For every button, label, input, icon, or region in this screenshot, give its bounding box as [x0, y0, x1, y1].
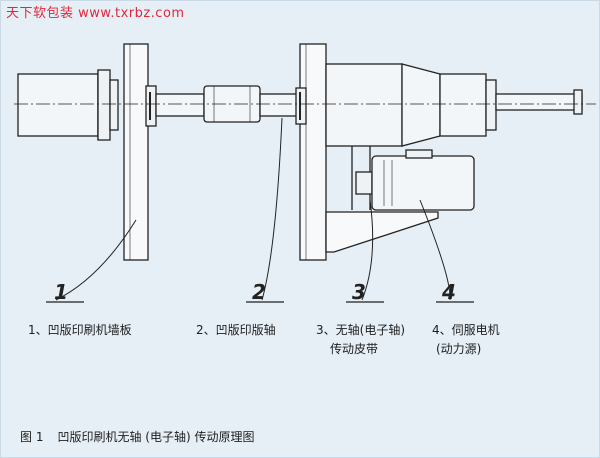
leader-3	[361, 199, 374, 301]
output-shaft-end	[573, 89, 583, 115]
callout-number-3: 3	[352, 280, 366, 304]
figure-caption: 图 1 凹版印刷机无轴 (电子轴) 传动原理图	[20, 428, 268, 445]
leader-1	[55, 219, 137, 301]
right-housing-cap	[485, 79, 497, 131]
plate-cylinder-shaft-right	[259, 93, 301, 117]
servo-motor-body	[371, 155, 475, 211]
wall-plate-2	[299, 43, 327, 261]
right-housing-taper	[401, 63, 441, 147]
plate-cylinder-shaft-left	[155, 93, 205, 117]
left-collar	[97, 69, 111, 141]
right-housing	[325, 63, 403, 147]
callout-number-1: 1	[54, 280, 68, 304]
label-servo-motor-line1: 4、伺服电机	[432, 323, 500, 337]
servo-motor-terminal	[405, 149, 433, 159]
watermark-text: 天下软包装 www.txrbz.com	[6, 6, 185, 21]
left-housing	[17, 73, 99, 137]
servo-motor-pulley	[355, 171, 373, 195]
label-electronic-shaft-line2: 传动皮带	[330, 342, 379, 356]
wall-plate-1	[123, 43, 149, 261]
output-shaft	[495, 93, 583, 111]
callout-number-4: 4	[442, 280, 456, 304]
leader-2	[261, 117, 283, 301]
figure-number: 图 1	[20, 430, 44, 444]
left-collar-inner	[109, 79, 119, 131]
motor-bracket	[325, 211, 439, 253]
right-housing-body	[439, 73, 487, 137]
label-electronic-shaft-line1: 3、无轴(电子轴)	[316, 323, 405, 337]
leader-4	[419, 199, 451, 301]
figure-title: 凹版印刷机无轴 (电子轴) 传动原理图	[57, 430, 255, 444]
label-plate-cylinder-shaft: 2、凹版印版轴	[196, 323, 276, 337]
label-servo-motor-line2: (动力源)	[436, 342, 482, 356]
callout-number-2: 2	[252, 280, 266, 304]
label-wall-plate: 1、凹版印刷机墙板	[28, 323, 132, 337]
